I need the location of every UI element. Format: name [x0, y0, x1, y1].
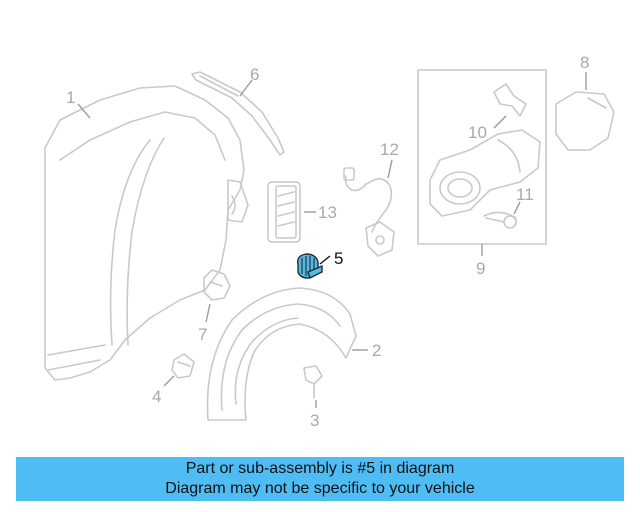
- part-7-bracket: [203, 269, 231, 301]
- callout-10: 10: [468, 123, 487, 142]
- part-6-molding: [191, 71, 285, 156]
- leader-11: [513, 201, 521, 215]
- part-11-grommet: [485, 215, 517, 229]
- leader-7: [205, 303, 211, 323]
- banner-line-1: Part or sub-assembly is #5 in diagram: [185, 460, 455, 477]
- part-8-fuel-door: [555, 91, 615, 151]
- part-4-push-clip: [171, 353, 195, 379]
- callout-2: 2: [372, 341, 381, 360]
- leader-5: [319, 255, 331, 265]
- part-1-quarter-panel: [44, 85, 249, 381]
- part-2-wheel-liner: [206, 287, 357, 421]
- callout-6: 6: [250, 65, 259, 84]
- callout-11: 11: [516, 185, 534, 204]
- leader-6: [239, 79, 253, 97]
- part-12-harness: [343, 167, 395, 257]
- info-banner: Part or sub-assembly is #5 in diagram Di…: [16, 457, 624, 501]
- callout-8: 8: [580, 53, 589, 72]
- callout-13: 13: [318, 203, 337, 222]
- part-5-clip: [296, 253, 323, 279]
- leader-10: [493, 115, 507, 129]
- callout-5: 5: [334, 249, 343, 268]
- callout-7: 7: [198, 325, 207, 344]
- part-9-fuel-door-assembly: [417, 69, 547, 245]
- leader-12: [387, 159, 393, 179]
- callout-12: 12: [380, 140, 399, 159]
- part-3-screw: [303, 365, 323, 399]
- callout-1: 1: [66, 88, 75, 107]
- leader-4: [163, 375, 175, 387]
- part-13-vent: [267, 181, 301, 243]
- callout-3: 3: [310, 411, 319, 430]
- callout-4: 4: [152, 387, 161, 406]
- part-10-spring: [493, 83, 527, 117]
- callout-9: 9: [476, 259, 485, 278]
- leader-1: [77, 103, 91, 119]
- banner-line-2: Diagram may not be specific to your vehi…: [165, 480, 475, 497]
